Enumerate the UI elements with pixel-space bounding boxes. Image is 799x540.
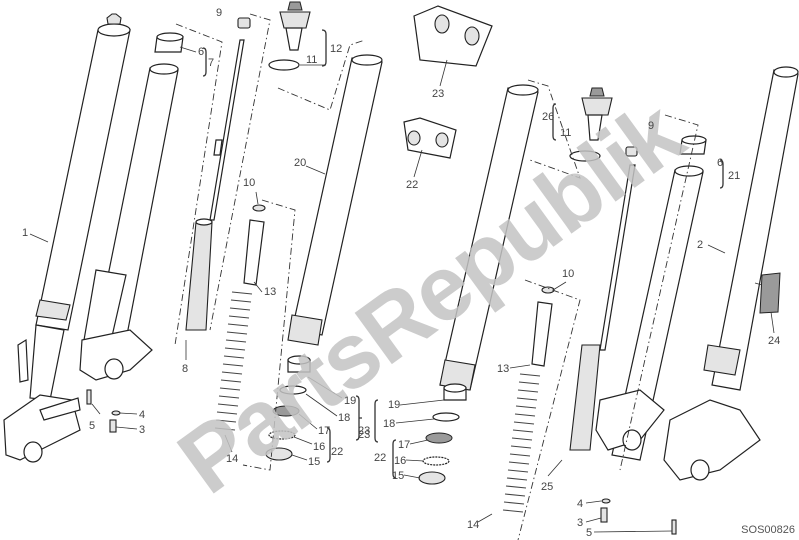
part-7-inner-tube-left (79, 63, 179, 381)
callout-24[interactable]: 24 (768, 335, 781, 347)
callout-11[interactable]: 11 (560, 127, 572, 139)
part-3-screw-left (109, 419, 117, 433)
callout-19[interactable]: 19 (388, 399, 401, 411)
callout-23[interactable]: 23 (432, 88, 445, 100)
callout-5[interactable]: 5 (89, 420, 96, 432)
callout-16[interactable]: 16 (394, 455, 407, 467)
part-22-kit-box (403, 117, 457, 159)
part-5-bolt-right (671, 519, 677, 535)
callout-12[interactable]: 12 (330, 43, 343, 55)
callout-6[interactable]: 6 (198, 46, 205, 58)
leader-lines (29, 46, 775, 533)
part-lower-leg-left (3, 324, 81, 463)
group-outline-12 (277, 39, 366, 111)
part-26-cap-right (569, 87, 613, 162)
part-14-spring-right (502, 373, 541, 513)
callout-10[interactable]: 10 (562, 268, 575, 280)
group-outline-spring-right (517, 279, 581, 540)
callout-17[interactable]: 17 (398, 439, 411, 451)
callout-22[interactable]: 22 (406, 179, 419, 191)
part-seals-stack-left (265, 355, 311, 461)
callout-3[interactable]: 3 (577, 517, 584, 529)
group-outline-rod (209, 13, 271, 331)
callout-11[interactable]: 11 (306, 54, 318, 66)
part-5-bolt-left (86, 389, 92, 405)
callout-14[interactable]: 14 (467, 519, 480, 531)
part-13-spacer-left (243, 204, 266, 286)
callout-14[interactable]: 14 (226, 453, 239, 465)
callout-18[interactable]: 18 (383, 418, 396, 430)
callout-3[interactable]: 3 (139, 424, 146, 436)
part-3-screw-right (600, 507, 608, 523)
part-23-kit-box (413, 5, 493, 67)
callout-15[interactable]: 15 (392, 470, 405, 482)
callout-13[interactable]: 13 (497, 363, 510, 375)
callout-8[interactable]: 8 (182, 363, 189, 375)
part-13-spacer-right (531, 286, 555, 367)
part-4-washer-left (111, 410, 121, 416)
part-12-cap-left (268, 1, 311, 71)
callout-19[interactable]: 19 (344, 395, 357, 407)
callout-22[interactable]: 22 (331, 446, 344, 458)
callout-13[interactable]: 13 (264, 286, 277, 298)
callout-7[interactable]: 7 (208, 57, 215, 69)
part-14-spring-left (214, 291, 253, 431)
callout-4[interactable]: 4 (139, 409, 146, 421)
callout-22[interactable]: 22 (374, 452, 387, 464)
part-20-outer-tube-left (287, 54, 383, 346)
callout-23[interactable]: 23 (358, 425, 371, 437)
drawing-code: SOS00826 (741, 524, 795, 536)
group-outline-spring-left (242, 199, 296, 471)
callout-17[interactable]: 17 (318, 425, 331, 437)
group-outline-21 (619, 114, 699, 471)
part-6-bushing-left (154, 32, 184, 53)
callout-25[interactable]: 25 (541, 481, 554, 493)
part-4-washer-right (601, 498, 611, 504)
callout-9[interactable]: 9 (648, 120, 655, 132)
callout-1[interactable]: 1 (22, 227, 29, 239)
part-1-outer-tube-left (35, 13, 131, 331)
callout-9[interactable]: 9 (216, 7, 223, 19)
callout-20[interactable]: 20 (294, 157, 307, 169)
callout-16[interactable]: 16 (313, 441, 326, 453)
part-8-cartridge-left (185, 39, 245, 331)
callout-10[interactable]: 10 (243, 177, 256, 189)
part-25-cartridge-right (569, 146, 638, 451)
part-seals-stack-right (418, 383, 467, 485)
callout-4[interactable]: 4 (577, 498, 584, 510)
callout-18[interactable]: 18 (338, 412, 351, 424)
callout-26[interactable]: 26 (542, 111, 555, 123)
callout-23[interactable]: 23 (358, 429, 371, 441)
braces (202, 29, 724, 479)
group-outline-26 (527, 79, 581, 179)
callout-21[interactable]: 21 (728, 170, 741, 182)
group-outline-7 (174, 23, 223, 346)
part-24-reflector (759, 272, 781, 314)
callout-6[interactable]: 6 (717, 157, 724, 169)
callout-5[interactable]: 5 (586, 527, 593, 539)
callout-2[interactable]: 2 (697, 239, 704, 251)
callout-15[interactable]: 15 (308, 456, 321, 468)
part-2-outer-tube-right (663, 66, 799, 481)
part-outer-tube-right-a (439, 84, 539, 391)
part-9-nut-left (237, 17, 251, 29)
